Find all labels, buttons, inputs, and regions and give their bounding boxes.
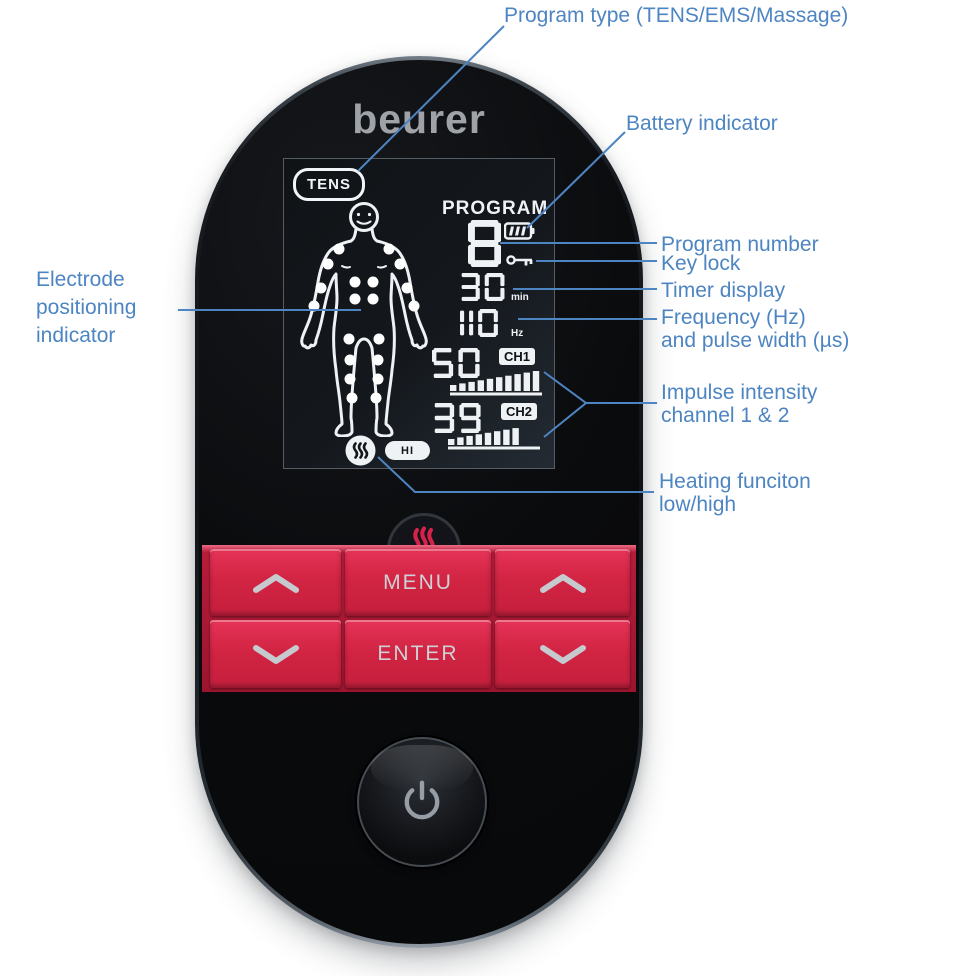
annotation-frequency: Frequency (Hz) and pulse width (µs) <box>661 306 849 352</box>
annotation-heating-line1: Heating funciton <box>659 470 811 493</box>
annotation-timer: Timer display <box>661 279 786 302</box>
chevron-down-icon <box>539 645 586 664</box>
annotation-program-number: Program number <box>661 233 819 256</box>
channel1-intensity-digits <box>432 348 480 378</box>
timer-unit: min <box>511 292 529 303</box>
channel2-badge: CH2 <box>501 403 538 420</box>
channel1-up-button[interactable] <box>210 549 341 616</box>
annotation-impulse-line2: channel 1 & 2 <box>661 404 790 427</box>
program-label: PROGRAM <box>442 198 549 219</box>
program-number-digit <box>468 220 502 267</box>
annotation-electrode-line1: Electrode <box>36 268 125 291</box>
key-lock-icon <box>506 255 533 266</box>
frequency-digits <box>460 309 498 337</box>
battery-icon <box>504 222 535 240</box>
annotation-heating-line2: low/high <box>659 493 737 516</box>
lcd-display: TENS <box>283 158 555 469</box>
channel2-down-button[interactable] <box>495 620 630 688</box>
menu-button[interactable]: MENU <box>345 549 491 616</box>
annotation-program-type: Program type (TENS/EMS/Massage) <box>504 4 849 27</box>
chevron-down-icon <box>252 645 299 664</box>
channel2-intensity-bars <box>448 425 540 450</box>
power-button[interactable] <box>357 737 487 867</box>
channel2-up-button[interactable] <box>495 549 630 616</box>
channel1-intensity-bars <box>450 371 542 396</box>
annotation-frequency-line1: Frequency (Hz) <box>661 306 806 329</box>
chevron-up-icon <box>252 573 299 593</box>
enter-button-label: ENTER <box>377 642 459 665</box>
annotation-impulse-line1: Impulse intensity <box>661 381 818 404</box>
menu-button-label: MENU <box>383 570 453 594</box>
device-body: beurer TENS <box>199 60 639 944</box>
chevron-up-icon <box>539 573 586 593</box>
heat-level-badge: HI <box>385 441 430 460</box>
channel1-badge: CH1 <box>499 348 536 365</box>
annotation-electrode: Electrode positioning indicator <box>36 266 136 350</box>
annotation-heating: Heating funciton low/high <box>659 470 811 516</box>
frequency-unit: Hz <box>511 328 524 339</box>
channel2-intensity-digits <box>433 403 481 433</box>
brand-logo: beurer <box>352 96 486 142</box>
annotation-impulse: Impulse intensity channel 1 & 2 <box>661 381 817 427</box>
tens-device: beurer TENS <box>195 56 643 948</box>
annotation-battery: Battery indicator <box>626 112 778 135</box>
enter-button[interactable]: ENTER <box>345 620 491 688</box>
power-icon <box>404 780 440 820</box>
electrode-positioning-body-figure <box>300 202 428 437</box>
program-type-badge: TENS <box>293 168 365 201</box>
annotation-electrode-line2: positioning <box>36 296 137 319</box>
annotation-frequency-line2: and pulse width (µs) <box>661 329 850 352</box>
heat-indicator-icon <box>345 435 376 466</box>
annotation-key-lock: Key lock <box>661 252 741 275</box>
timer-digits <box>460 273 505 301</box>
annotation-electrode-line3: indicator <box>36 324 116 347</box>
channel1-down-button[interactable] <box>210 620 341 688</box>
